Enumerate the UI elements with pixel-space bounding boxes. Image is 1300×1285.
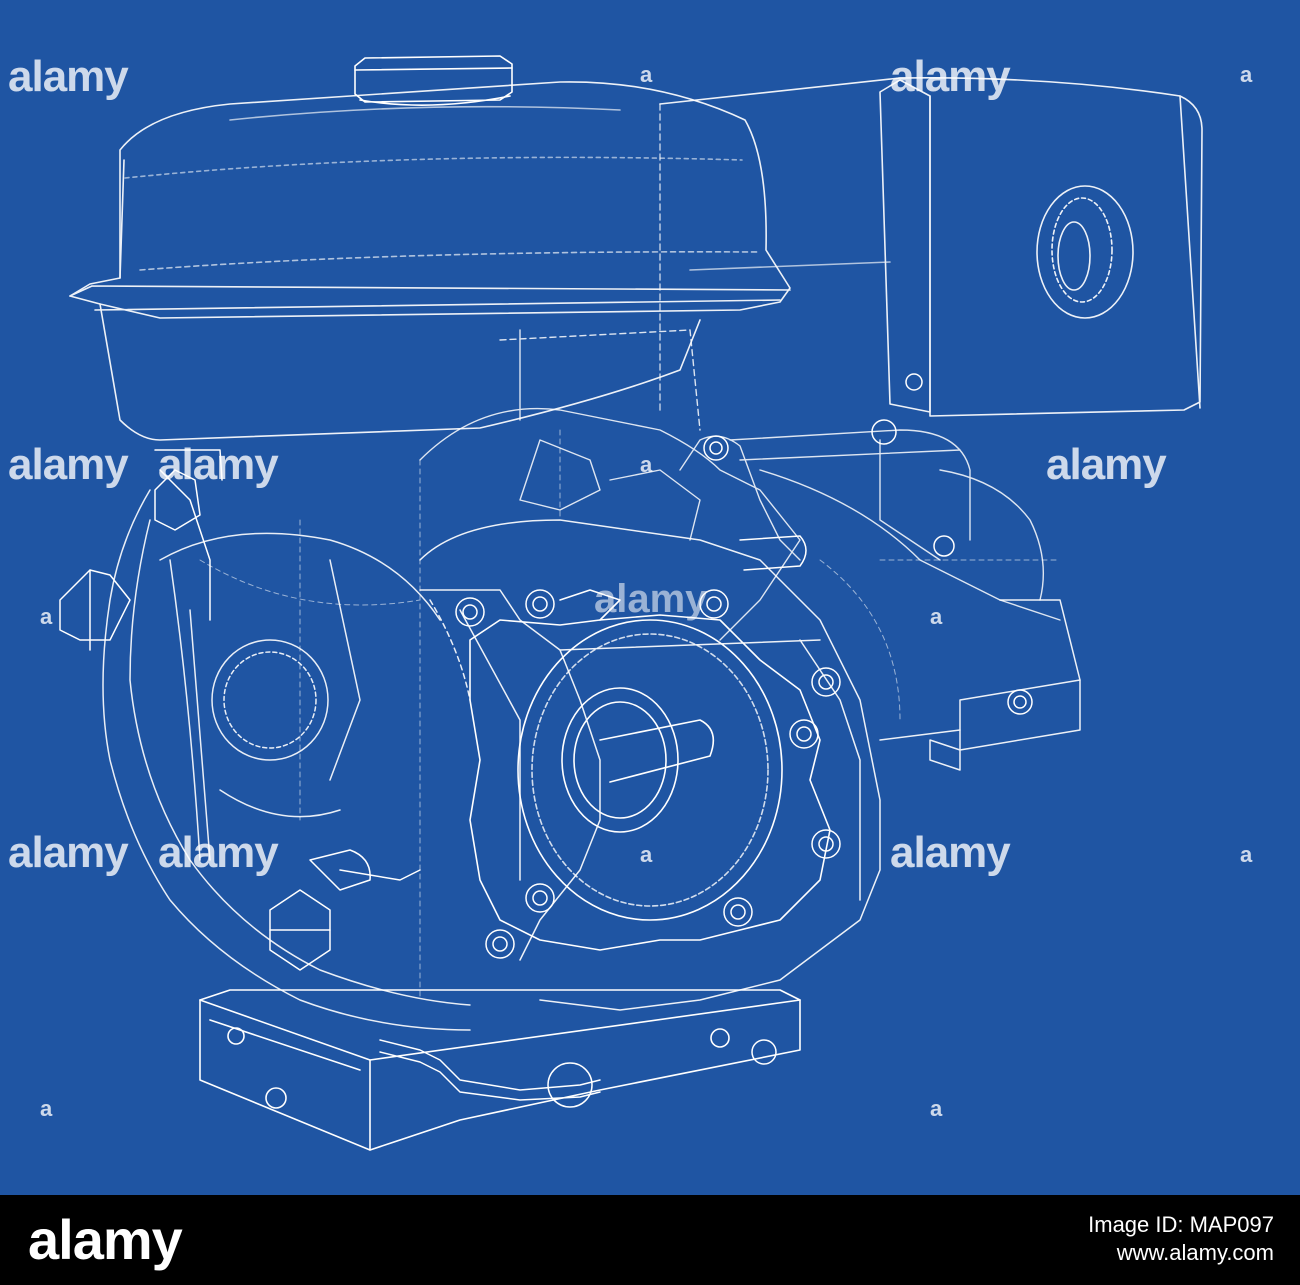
watermark-mark: a <box>1240 62 1253 87</box>
watermark-mark: a <box>640 452 653 477</box>
fittings <box>269 535 807 971</box>
cylinder-head <box>419 329 1061 641</box>
watermark-mark: a <box>40 1096 53 1121</box>
crankcase <box>419 519 1081 1011</box>
site-url-link[interactable]: www.alamy.com <box>1116 1240 1274 1265</box>
watermark-text: alamy <box>890 52 1011 101</box>
control-lever <box>59 449 223 651</box>
watermark-text: alamy <box>1046 440 1167 489</box>
fuel-tank <box>69 81 791 441</box>
flange-plate <box>469 589 831 951</box>
watermark-text: alamy <box>8 828 129 877</box>
watermark-text: alamy <box>8 440 129 489</box>
image-id-label: Image ID: MAP097 <box>1088 1212 1274 1237</box>
alamy-logo[interactable]: alamy <box>28 1208 183 1271</box>
watermark-text: alamy <box>890 828 1011 877</box>
watermark-mark: a <box>640 62 653 87</box>
watermark-mark: a <box>640 842 653 867</box>
footer-meta: Image ID: MAP097 www.alamy.com <box>1088 1211 1274 1267</box>
oil-pipe <box>379 1039 777 1108</box>
bolt-bosses <box>455 373 1033 959</box>
air-cleaner <box>659 77 1203 417</box>
fuel-cap <box>354 55 513 106</box>
watermark-mark: a <box>930 1096 943 1121</box>
hidden-lines <box>199 429 1061 1001</box>
recoil-starter <box>102 489 471 1031</box>
watermark-text: alamy <box>158 440 279 489</box>
blueprint-canvas: alamy alamy a alamy a alamy a alamy alam… <box>0 0 1300 1195</box>
watermark-overlay: alamy <box>594 577 708 621</box>
watermark-text: alamy <box>158 828 279 877</box>
watermark-center-text: alamy <box>594 577 708 621</box>
base-plate <box>199 989 801 1151</box>
footer-bar: alamy Image ID: MAP097 www.alamy.com <box>0 1195 1300 1285</box>
engine-wireframe-drawing: alamy <box>59 55 1203 1151</box>
watermark-mark: a <box>40 604 53 629</box>
watermark-mark: a <box>1240 842 1253 867</box>
watermark-mark: a <box>930 604 943 629</box>
watermark-text: alamy <box>8 52 129 101</box>
